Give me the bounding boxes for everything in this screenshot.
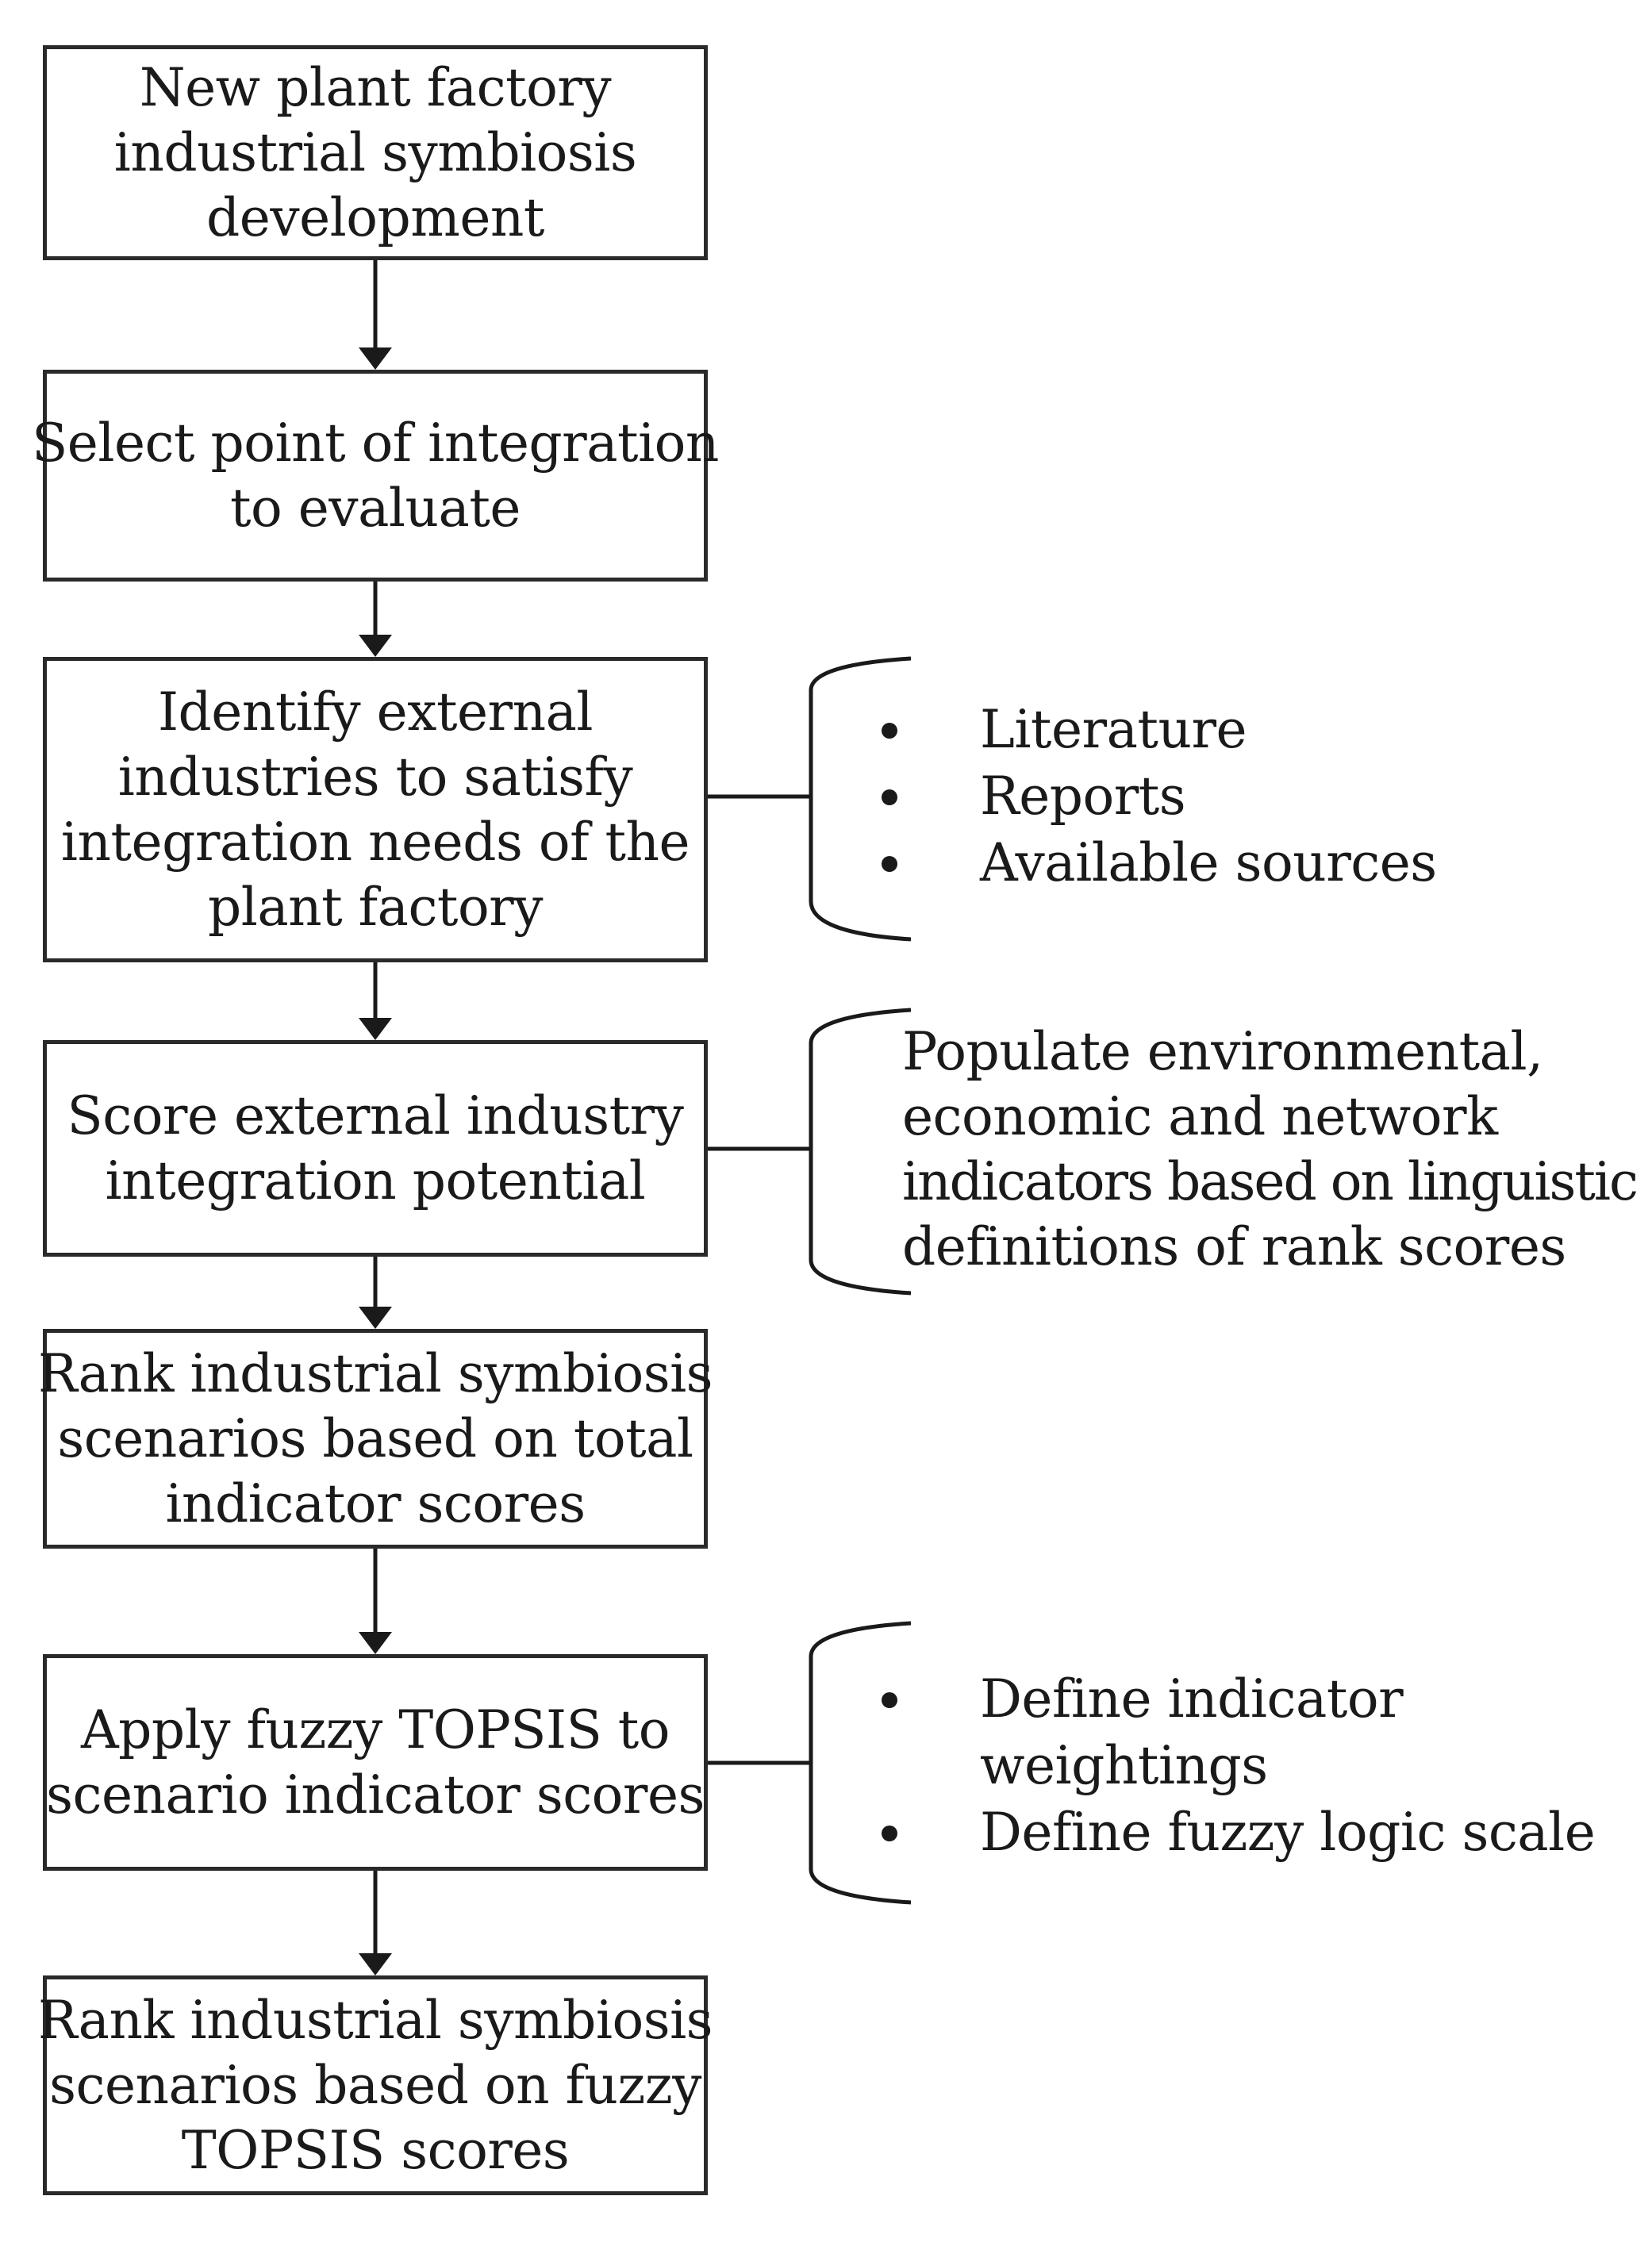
step-box-4: Score external industry integration pote…	[43, 1040, 708, 1257]
step-2-line-2: to evaluate	[230, 477, 521, 539]
step-3-line-4: plant factory	[207, 876, 544, 938]
step-3-line-2: industries to satisfy	[117, 746, 633, 808]
step-6-line-2: scenario indicator scores	[46, 1764, 705, 1826]
step-box-3: Identify external industries to satisfy …	[43, 657, 708, 962]
step-box-5: Rank industrial symbiosis scenarios base…	[38, 1329, 713, 1549]
step-7-line-2: scenarios based on fuzzy	[49, 2054, 701, 2116]
step-3-line-3: integration needs of the	[60, 811, 690, 873]
arrow-2-to-3	[359, 582, 392, 657]
topsis-note: Define indicator weightings Define fuzzy…	[861, 1666, 1596, 1866]
sources-bracket	[708, 656, 912, 942]
bullet-icon	[882, 1826, 897, 1841]
bullet-icon	[882, 789, 897, 805]
step-4-line-1: Score external industry	[67, 1085, 684, 1146]
step-box-7: Rank industrial symbiosis scenarios base…	[38, 1975, 713, 2195]
step-5-line-3: indicator scores	[165, 1472, 586, 1534]
topsis-bracket	[708, 1621, 912, 1905]
sources-item: Reports	[861, 763, 1437, 830]
sources-list: Literature Reports Available sources	[861, 697, 1437, 896]
step-box-6: Apply fuzzy TOPSIS to scenario indicator…	[43, 1654, 708, 1871]
step-1-line-1: New plant factory	[139, 56, 612, 118]
step-1-line-2: industrial symbiosis	[113, 121, 637, 183]
scoring-note-line-1: Populate environmental,	[902, 1021, 1543, 1082]
arrow-6-to-7	[359, 1871, 392, 1975]
bullet-icon	[882, 1692, 897, 1708]
scoring-note-line-3: indicators based on linguistic	[902, 1151, 1639, 1212]
bullet-icon	[882, 856, 897, 872]
step-5-line-1: Rank industrial symbiosis	[37, 1342, 713, 1404]
sources-item-label: Available sources	[980, 832, 1437, 893]
step-box-1: New plant factory industrial symbiosis d…	[43, 45, 708, 260]
step-box-2: Select point of integration to evaluate	[32, 370, 719, 582]
step-5-line-2: scenarios based on total	[57, 1407, 693, 1469]
arrow-4-to-5	[359, 1257, 392, 1329]
bullet-icon	[882, 723, 897, 739]
topsis-item-1-line-1: Define indicator	[980, 1668, 1404, 1730]
arrow-3-to-4	[359, 962, 392, 1040]
step-6-line-1: Apply fuzzy TOPSIS to	[80, 1699, 670, 1760]
sources-item: Literature	[861, 697, 1437, 763]
topsis-item: Define indicator	[861, 1666, 1595, 1733]
step-2-line-1: Select point of integration	[32, 412, 719, 474]
step-3-line-1: Identify external	[157, 681, 594, 743]
step-4-line-2: integration potential	[105, 1150, 646, 1211]
sources-item: Available sources	[861, 830, 1437, 896]
scoring-note-line-2: economic and network	[902, 1086, 1498, 1147]
topsis-item-2-line-1: Define fuzzy logic scale	[980, 1802, 1596, 1863]
scoring-bracket	[708, 1008, 912, 1296]
step-7-line-1: Rank industrial symbiosis	[37, 1989, 713, 2051]
topsis-list: Define indicator weightings Define fuzzy…	[861, 1666, 1596, 1866]
scoring-note: Populate environmental, economic and net…	[902, 1019, 1639, 1280]
topsis-item-continuation: weightings	[861, 1733, 1595, 1799]
topsis-item-1-line-2: weightings	[980, 1735, 1268, 1796]
step-1-line-3: development	[206, 186, 544, 248]
scoring-note-line-4: definitions of rank scores	[902, 1216, 1566, 1277]
arrow-5-to-6	[359, 1549, 392, 1654]
sources-item-label: Reports	[980, 766, 1186, 827]
topsis-item: Define fuzzy logic scale	[861, 1799, 1596, 1866]
sources-item-label: Literature	[980, 699, 1247, 760]
step-7-line-3: TOPSIS scores	[181, 2119, 570, 2181]
arrow-1-to-2	[359, 260, 392, 370]
sources-note: Literature Reports Available sources	[861, 697, 1437, 896]
